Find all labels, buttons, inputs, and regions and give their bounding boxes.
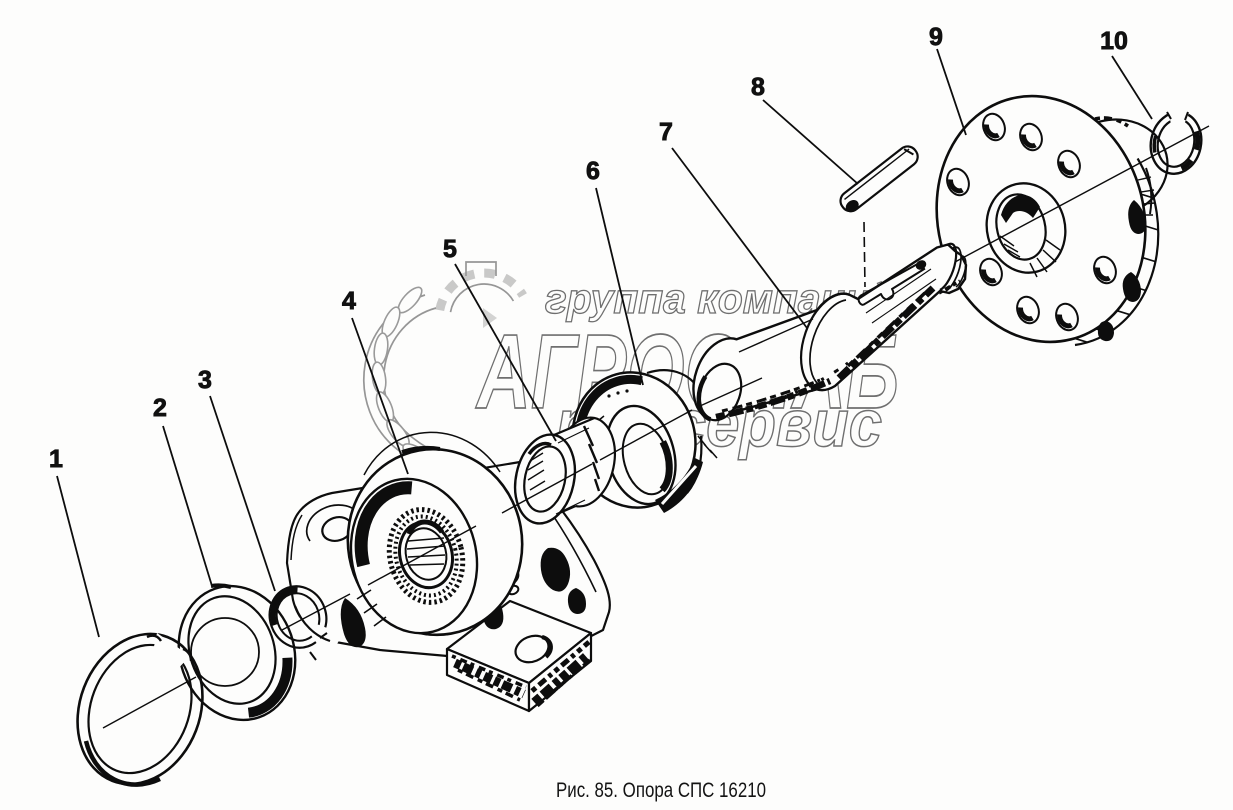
svg-text:8: 8 bbox=[751, 73, 765, 101]
svg-text:10: 10 bbox=[1100, 27, 1128, 55]
svg-text:7: 7 bbox=[659, 118, 673, 146]
svg-text:Рис. 85. Опора СПС 16210: Рис. 85. Опора СПС 16210 bbox=[556, 779, 766, 802]
svg-text:3: 3 bbox=[198, 366, 212, 394]
svg-text:4: 4 bbox=[342, 287, 356, 315]
svg-text:2: 2 bbox=[153, 394, 167, 422]
svg-text:6: 6 bbox=[586, 157, 600, 185]
svg-text:1: 1 bbox=[49, 445, 63, 473]
svg-text:5: 5 bbox=[443, 235, 457, 263]
svg-text:9: 9 bbox=[929, 23, 943, 51]
